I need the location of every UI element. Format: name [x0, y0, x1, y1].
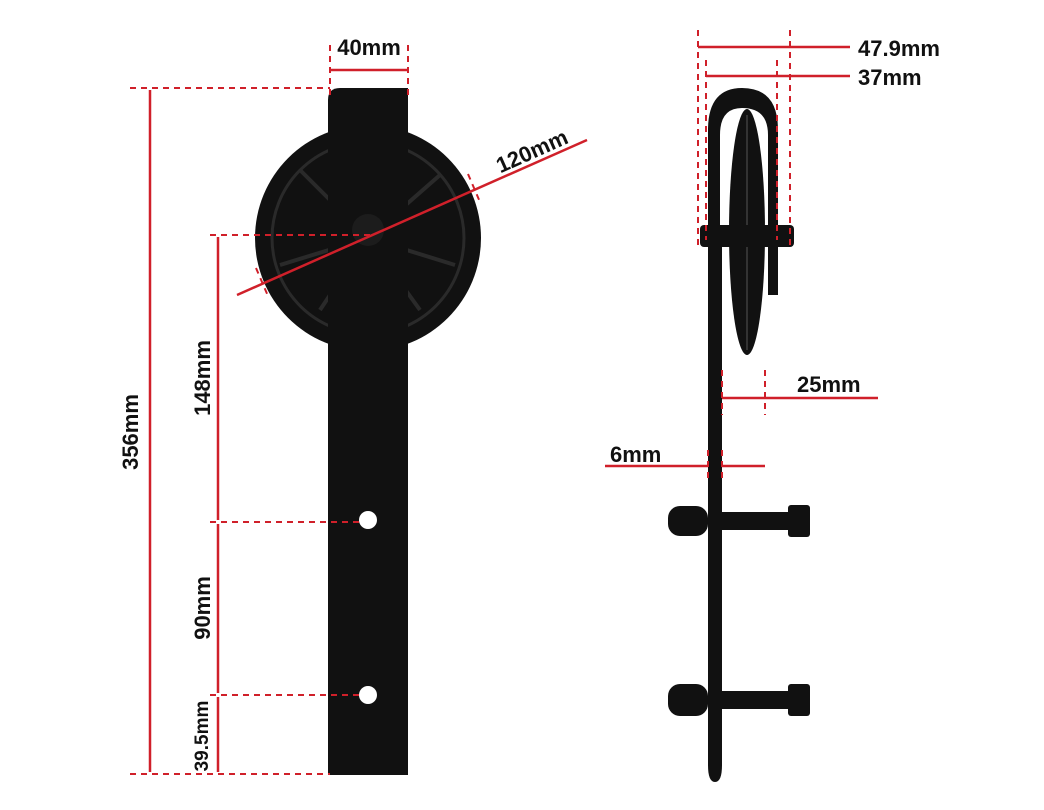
side-view-hanger: [668, 88, 810, 782]
axle-bolt: [700, 225, 794, 247]
mount-hole: [359, 511, 377, 529]
wheel-diameter-label: 120mm: [492, 124, 571, 178]
width-label: 40mm: [337, 35, 401, 60]
axle-to-hole-label: 148mm: [190, 340, 215, 416]
side-view-dimensions: 47.9mm 37mm 25mm 6mm: [605, 30, 940, 482]
axle-cap: [352, 214, 384, 246]
strap: [328, 88, 408, 775]
inner-width-label: 37mm: [858, 65, 922, 90]
side-plate: [708, 230, 722, 782]
front-view-hanger: [255, 88, 481, 775]
mount-bolt: [668, 505, 810, 537]
mount-bolt: [668, 684, 810, 716]
mount-hole: [359, 686, 377, 704]
wheel-offset-label: 25mm: [797, 372, 861, 397]
outer-width-label: 47.9mm: [858, 36, 940, 61]
plate-thickness-label: 6mm: [610, 442, 661, 467]
hole-spacing-label: 90mm: [190, 576, 215, 640]
hole-to-bottom-label: 39.5mm: [192, 701, 213, 772]
total-height-label: 356mm: [118, 394, 143, 470]
